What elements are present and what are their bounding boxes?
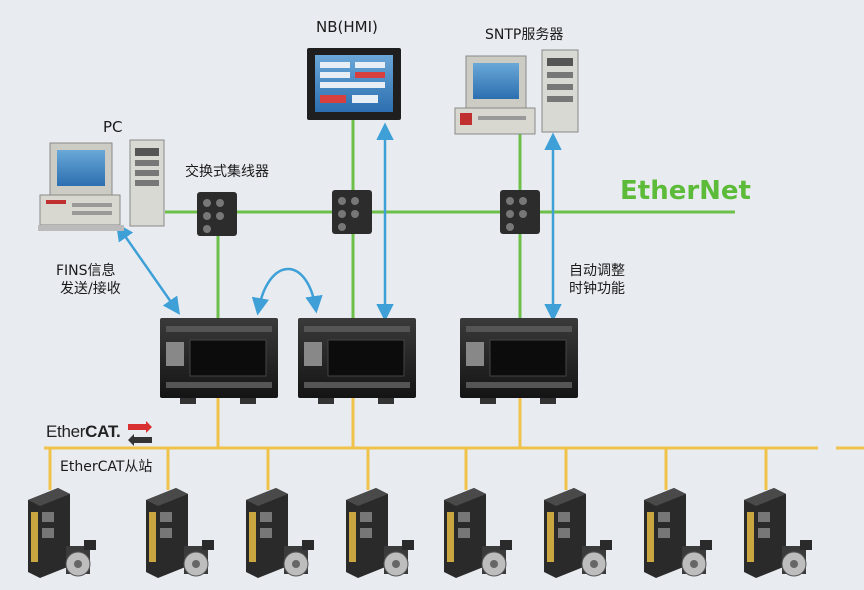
ethercat-slave-label: EtherCAT从站: [60, 459, 153, 475]
servo-motor-icon: [383, 540, 414, 577]
servo-motor-icon: [781, 540, 812, 577]
servo-motor-icon: [183, 540, 214, 577]
ethercat-logo-light: Ether: [46, 422, 86, 441]
servo-motor-icon: [283, 540, 314, 577]
plc-icon: [460, 318, 578, 404]
servo-slaves: [28, 488, 812, 578]
servo-slave-3: [246, 488, 314, 578]
hmi-icon: [307, 48, 401, 120]
servo-drive-icon: [246, 488, 288, 578]
fins-label-line1: FINS信息: [56, 263, 116, 279]
servo-slave-2: [146, 488, 214, 578]
servo-slave-5: [444, 488, 512, 578]
servo-motor-icon: [681, 540, 712, 577]
servo-motor-icon: [581, 540, 612, 577]
servo-drive-icon: [744, 488, 786, 578]
servo-motor-icon: [481, 540, 512, 577]
server-icon: [129, 139, 165, 227]
servo-slave-6: [544, 488, 612, 578]
sntp-server-label: SNTP服务器: [485, 27, 564, 43]
servo-drive-icon: [146, 488, 188, 578]
clock-label-line1: 自动调整: [569, 263, 625, 279]
switch-label: 交换式集线器: [185, 164, 269, 180]
servo-drive-icon: [28, 488, 70, 578]
servo-motor-icon: [65, 540, 96, 577]
servo-drive-icon: [346, 488, 388, 578]
switch-icon: [332, 190, 372, 234]
ethernet-label: EtherNet: [620, 176, 751, 206]
plc-icon: [298, 318, 416, 404]
servo-slave-4: [346, 488, 414, 578]
ethernet-lines: [165, 120, 735, 318]
servo-drive-icon: [444, 488, 486, 578]
ethercat-logo-arrows-icon: [128, 421, 152, 446]
server-icon: [454, 49, 579, 135]
clock-label-line2: 时钟功能: [569, 281, 625, 297]
pc-label: PC: [103, 118, 123, 136]
ethercat-lines: [44, 398, 864, 490]
communication-arrows: [115, 122, 562, 322]
servo-slave-7: [644, 488, 712, 578]
hmi-label: NB(HMI): [316, 18, 378, 36]
plc-icon: [160, 318, 278, 404]
ethercat-logo-bold: CAT.: [85, 422, 121, 441]
servo-drive-icon: [544, 488, 586, 578]
switch-icon: [500, 190, 540, 234]
fins-label-line2: 发送/接收: [60, 281, 121, 297]
ethercat-logo: EtherCAT.: [46, 422, 121, 442]
switch-icon: [197, 192, 237, 236]
servo-drive-icon: [644, 488, 686, 578]
servo-slave-8: [744, 488, 812, 578]
pc-icon: [38, 142, 124, 231]
servo-slave-1: [28, 488, 96, 578]
